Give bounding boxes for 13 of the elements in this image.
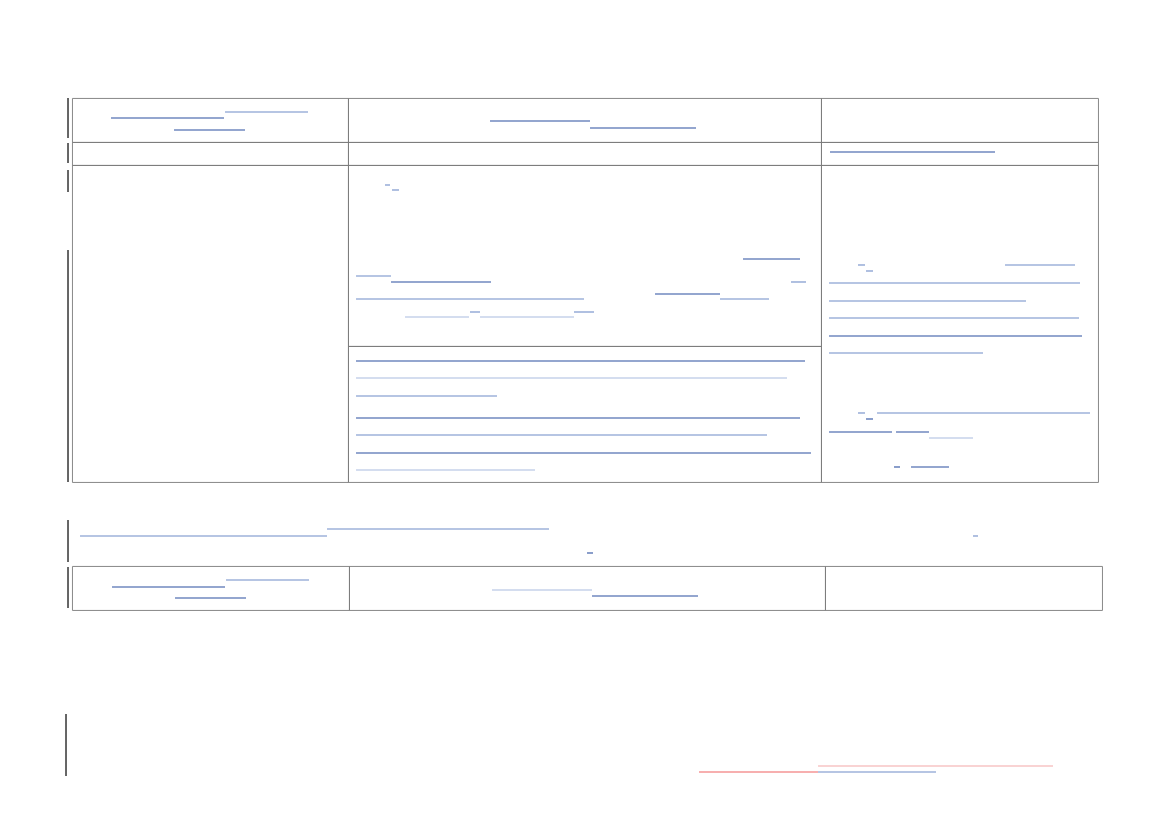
table-cell <box>72 165 349 483</box>
table-cell <box>348 98 822 143</box>
table-cell <box>821 165 1099 483</box>
table-cell <box>72 98 349 143</box>
table-cell <box>349 566 826 611</box>
table-cell <box>348 165 822 347</box>
table-cell <box>821 98 1099 143</box>
table-cell <box>72 566 350 611</box>
table-cell <box>348 346 822 483</box>
table-cell <box>825 566 1103 611</box>
table-cell <box>348 142 822 166</box>
table-cell <box>821 142 1099 166</box>
table-cell <box>72 142 349 166</box>
